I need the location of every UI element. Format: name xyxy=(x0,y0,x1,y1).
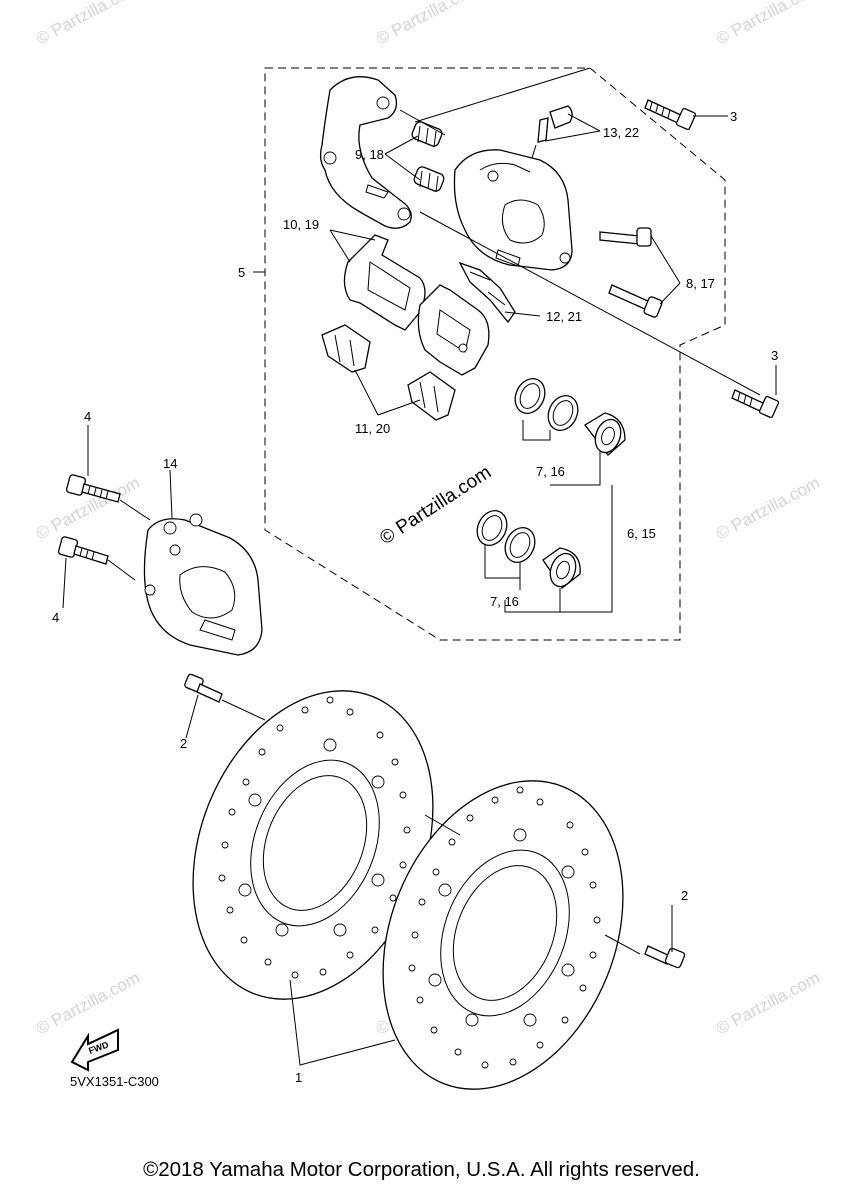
brake-disc-right[interactable] xyxy=(339,745,667,1126)
callout-4-top: 4 xyxy=(84,409,91,424)
watermark: © Partzilla.com xyxy=(713,473,823,544)
bolt-4-top[interactable] xyxy=(65,474,121,503)
callout-2-left: 2 xyxy=(180,736,187,751)
callout-7-16-upper: 7, 16 xyxy=(536,464,565,479)
brake-disc-left[interactable] xyxy=(149,655,477,1036)
pad-spring[interactable] xyxy=(458,261,516,324)
watermark: © Partzilla.com xyxy=(33,473,143,544)
disc-bolt-2-top[interactable] xyxy=(184,673,223,703)
callout-1: 1 xyxy=(295,1070,302,1085)
callout-3-right: 3 xyxy=(771,348,778,363)
disc-holes-left xyxy=(218,696,411,979)
callout-7-16-lower: 7, 16 xyxy=(490,594,519,609)
caliper-bracket[interactable] xyxy=(319,76,412,229)
bolt-4-bottom[interactable] xyxy=(57,536,109,565)
callout-5: 5 xyxy=(238,265,245,280)
piston-lower[interactable] xyxy=(542,547,581,590)
watermark: © Partzilla.com xyxy=(713,0,823,49)
caliper-body-upper[interactable] xyxy=(453,149,573,271)
watermark: © Partzilla.com xyxy=(33,968,143,1039)
slide-pin-boots[interactable] xyxy=(411,120,446,193)
diagram-code: 5VX1351-C300 xyxy=(70,1074,159,1089)
piston-seals-lower[interactable] xyxy=(472,506,541,567)
callout-6-15: 6, 15 xyxy=(627,526,656,541)
assembly-boundary xyxy=(264,67,726,641)
callout-11-20: 11, 20 xyxy=(355,421,390,436)
watermark: © Partzilla.com xyxy=(33,0,143,49)
brake-pads[interactable] xyxy=(343,234,490,376)
caliper-bolts[interactable] xyxy=(599,227,663,318)
callout-4-bottom: 4 xyxy=(52,610,59,625)
disc-rivets-left xyxy=(238,738,385,937)
disc-rivets-right xyxy=(428,828,575,1027)
callout-2-right: 2 xyxy=(681,888,688,903)
callout-8-17: 8, 17 xyxy=(686,276,715,291)
copyright-notice: ©2018 Yamaha Motor Corporation, U.S.A. A… xyxy=(143,1158,700,1181)
bleed-screw[interactable] xyxy=(531,105,573,159)
leader-lines xyxy=(62,67,777,1066)
pad-shims[interactable] xyxy=(321,324,456,421)
disc-bolt-2-right[interactable] xyxy=(644,945,686,969)
callout-9-18: 9, 18 xyxy=(355,147,384,162)
callout-14: 14 xyxy=(163,456,177,471)
callouts: 3 3 13, 22 9, 18 10, 19 5 8, 17 12, 21 1… xyxy=(52,109,778,1085)
callout-12-21: 12, 21 xyxy=(546,309,582,324)
callout-13-22: 13, 22 xyxy=(603,125,639,140)
callout-3-top: 3 xyxy=(730,109,737,124)
watermark: © Partzilla.com xyxy=(713,968,823,1039)
fwd-arrow-icon: FWD xyxy=(70,1028,119,1072)
disc-holes-right xyxy=(408,786,601,1069)
bolt-3-top[interactable] xyxy=(644,99,697,131)
watermark: © Partzilla.com xyxy=(373,0,483,49)
caliper-assembly-left[interactable] xyxy=(143,513,263,656)
callout-10-19: 10, 19 xyxy=(283,217,319,232)
piston-seals-upper[interactable] xyxy=(510,374,584,435)
piston-upper[interactable] xyxy=(584,412,626,456)
bolt-3-right[interactable] xyxy=(731,389,780,419)
